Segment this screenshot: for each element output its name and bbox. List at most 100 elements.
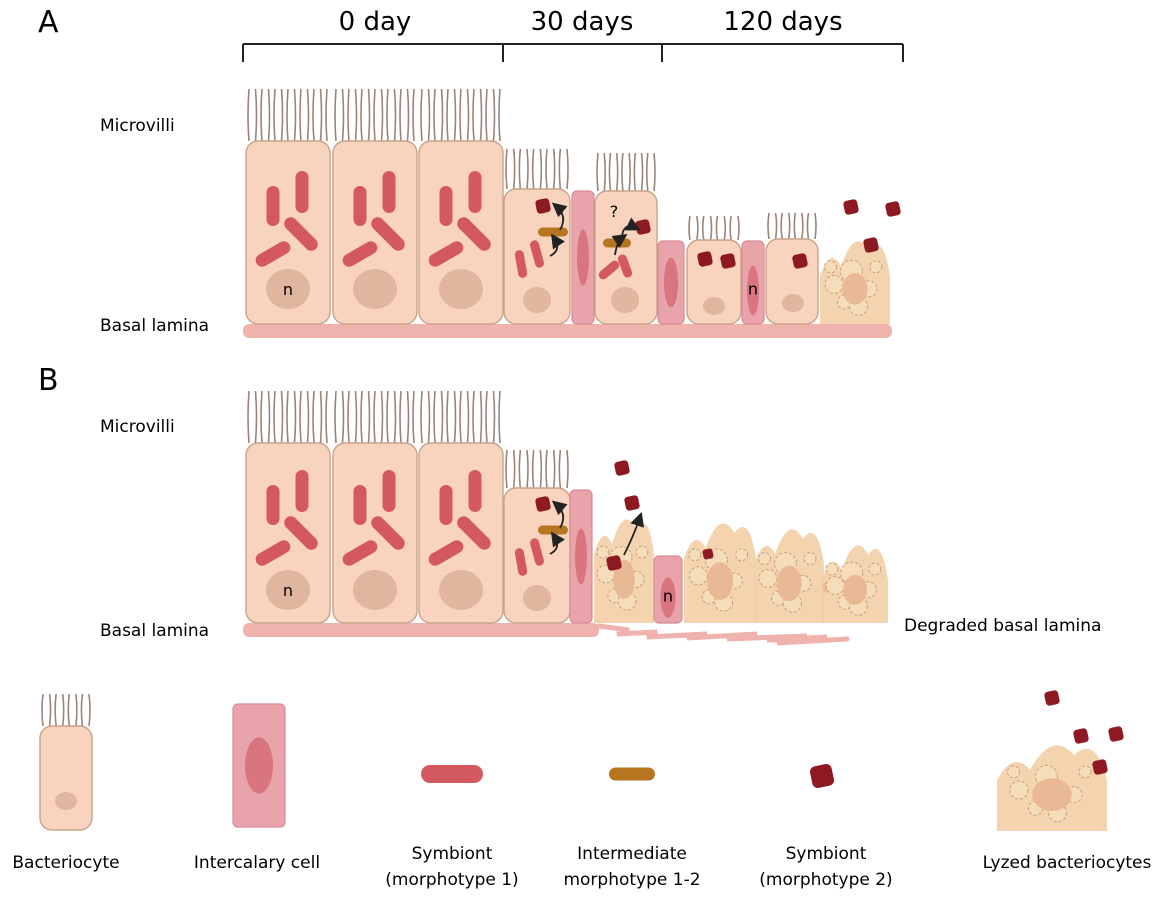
panel-a-microvilli-label: Microvilli xyxy=(100,116,175,136)
degraded-basal-lamina-label: Degraded basal lamina xyxy=(904,616,1101,636)
microvilli xyxy=(505,449,569,489)
symbiont-morphotype-2 xyxy=(702,548,714,560)
nucleus xyxy=(439,269,483,309)
time-label-120-days: 120 days xyxy=(723,7,842,37)
nucleus xyxy=(266,570,310,610)
panel-b-letter: B xyxy=(38,363,59,398)
symbiont-morphotype-1 xyxy=(530,538,544,566)
legend-label-bacteriocyte: Bacteriocyte xyxy=(12,853,119,873)
symbiont-morphotype-1 xyxy=(439,186,453,226)
degraded-basal-lamina xyxy=(596,623,850,646)
legend-sublabel-symbiont-m2: (morphotype 2) xyxy=(759,870,892,890)
symbiont-morphotype-2 xyxy=(720,253,736,269)
basal-lamina xyxy=(243,623,599,637)
nucleus xyxy=(439,570,483,610)
lyzed-bacteriocyte xyxy=(820,241,890,324)
symbiont-morphotype-1 xyxy=(371,217,405,251)
microvilli xyxy=(505,148,569,190)
symbiont-morphotype-2 xyxy=(535,496,551,512)
symbiont-morphotype-2 xyxy=(809,763,835,789)
legend-label-symbiont-m1: Symbiont xyxy=(412,844,493,864)
microvilli xyxy=(420,88,501,142)
intermediate-morphotype xyxy=(538,227,568,237)
nucleus xyxy=(782,294,804,312)
symbiont-morphotype-2 xyxy=(1092,759,1108,775)
microvilli xyxy=(41,693,91,727)
legend-label-intercalary-cell: Intercalary cell xyxy=(194,853,320,873)
symbiont-morphotype-1 xyxy=(353,485,367,525)
symbiont-morphotype-1 xyxy=(428,241,464,267)
nucleus xyxy=(266,269,310,309)
symbiont-morphotype-1 xyxy=(428,540,464,566)
symbiont-morphotype-2 xyxy=(697,251,713,267)
symbiont-morphotype-1 xyxy=(617,254,633,278)
microvilli xyxy=(247,390,328,444)
symbiont-morphotype-2 xyxy=(614,460,630,476)
intercalary-nucleus xyxy=(663,257,679,308)
nucleus xyxy=(353,269,397,309)
nucleus xyxy=(523,287,551,313)
intercalary-nucleus xyxy=(577,229,589,286)
intercalary-cell xyxy=(657,240,685,325)
symbiont-morphotype-1 xyxy=(255,241,291,267)
microvilli xyxy=(247,88,328,142)
intercalary-nucleus xyxy=(575,528,587,585)
nucleus xyxy=(55,792,77,810)
bacteriocyte xyxy=(418,88,504,325)
microvilli xyxy=(688,215,740,241)
transition-arrow xyxy=(549,233,565,257)
lyzed-bacteriocyte xyxy=(684,523,756,623)
symbiont-morphotype-1 xyxy=(255,540,291,566)
symbiont-morphotype-2 xyxy=(1073,728,1089,744)
time-label-30-days: 30 days xyxy=(531,7,634,37)
transition-arrow xyxy=(623,511,644,556)
nucleus xyxy=(611,287,639,313)
symbiont-morphotype-2 xyxy=(1044,690,1060,706)
nucleus xyxy=(353,570,397,610)
nucleus-label: n xyxy=(748,280,758,299)
symbiont-morphotype-2 xyxy=(624,495,640,511)
bacteriocyte xyxy=(332,88,418,325)
microvilli xyxy=(334,88,415,142)
transition-arrow xyxy=(621,217,641,237)
bacteriocyte xyxy=(332,390,418,624)
symbiont-morphotype-1 xyxy=(530,240,544,268)
symbiont-morphotype-1 xyxy=(284,217,318,251)
bacteriocyte xyxy=(245,390,331,624)
lyzed-bacteriocyte xyxy=(997,745,1107,831)
symbiont-morphotype-2 xyxy=(1108,726,1124,742)
legend-sublabel-intermediate: morphotype 1-2 xyxy=(563,870,700,890)
panel-b-microvilli-label: Microvilli xyxy=(100,417,175,437)
bacteriocyte xyxy=(418,390,504,624)
lyzed-bacteriocyte xyxy=(822,545,888,623)
symbiont-morphotype-1 xyxy=(514,548,528,576)
microvilli xyxy=(420,390,501,444)
nucleus-label: n xyxy=(663,587,673,606)
nucleus-label: n xyxy=(283,581,293,600)
symbiont-morphotype-1 xyxy=(382,171,396,213)
intercalary-nucleus xyxy=(244,737,274,794)
symbiont-morphotype-2 xyxy=(843,199,859,215)
panel-a-epithelium: n?n xyxy=(243,88,901,338)
legend-sublabel-symbiont-m1: (morphotype 1) xyxy=(385,870,518,890)
microvilli xyxy=(334,390,415,444)
legend-label-lyzed-bacteriocytes: Lyzed bacteriocytes xyxy=(983,853,1152,873)
timeline-bracket xyxy=(242,43,904,62)
panel-b-basal-lamina-label: Basal lamina xyxy=(100,621,209,641)
intercalary-cell: n xyxy=(653,555,683,624)
transition-arrow xyxy=(549,531,565,555)
legend-label-symbiont-m2: Symbiont xyxy=(786,844,867,864)
lyzed-bacteriocyte xyxy=(594,519,654,623)
symbiont-morphotype-2 xyxy=(792,253,808,269)
symbiont-morphotype-2 xyxy=(535,198,551,214)
symbiont-morphotype-1 xyxy=(382,470,396,512)
basal-lamina xyxy=(243,324,892,338)
symbiont-morphotype-1 xyxy=(371,516,405,550)
question-mark: ? xyxy=(610,202,619,221)
bacteriocyte xyxy=(245,88,331,325)
lyzed-bacteriocyte xyxy=(754,529,824,623)
symbiont-morphotype-1 xyxy=(598,260,620,280)
panel-a-basal-lamina-label: Basal lamina xyxy=(100,316,209,336)
symbiont-morphotype-1 xyxy=(457,217,491,251)
